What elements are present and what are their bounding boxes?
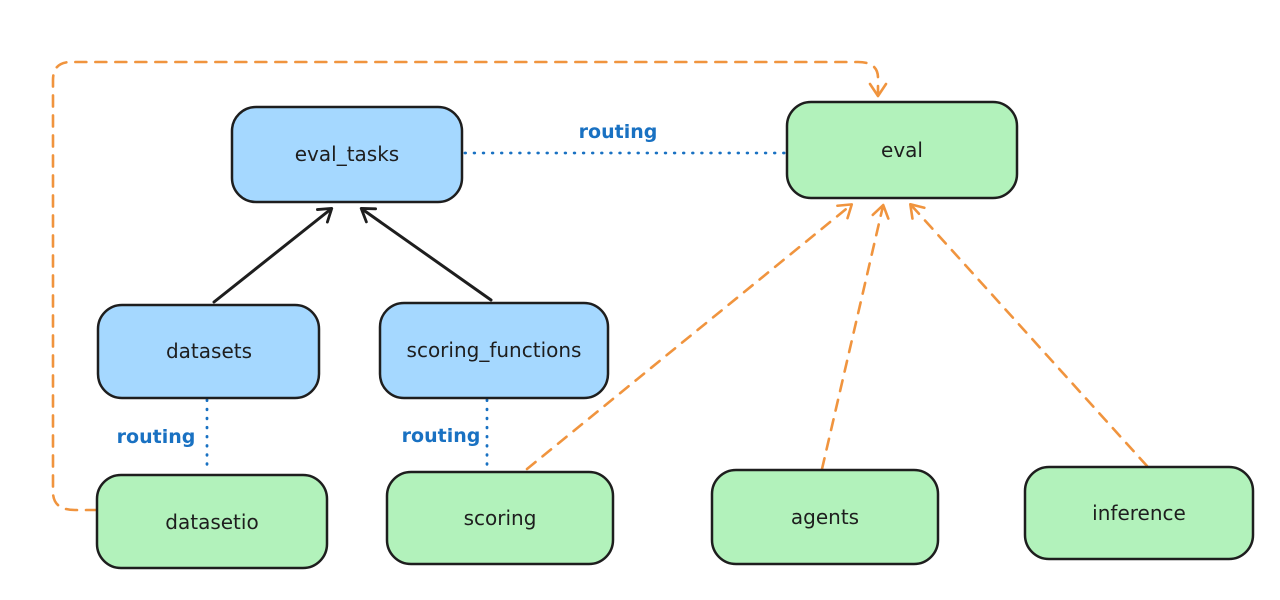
node-agents: agents bbox=[710, 468, 940, 566]
node-eval-tasks-box bbox=[230, 105, 464, 204]
node-inference: inference bbox=[1023, 465, 1255, 561]
node-eval: eval bbox=[785, 100, 1019, 200]
edge-datasetio-to-eval bbox=[51, 60, 888, 512]
edge-label-routing-datasets-datasetio: routing bbox=[117, 426, 196, 448]
edge-agents-to-eval bbox=[820, 203, 890, 471]
node-agents-box bbox=[710, 468, 940, 566]
node-scoring-functions-label: scoring_functions bbox=[407, 338, 582, 362]
edge-inference-to-eval bbox=[909, 202, 1149, 468]
node-eval-label: eval bbox=[881, 138, 923, 162]
node-datasets: datasets bbox=[96, 303, 321, 400]
node-eval-box bbox=[785, 100, 1019, 200]
node-agents-label: agents bbox=[791, 505, 859, 529]
node-datasets-label: datasets bbox=[166, 339, 252, 363]
node-eval-tasks-label: eval_tasks bbox=[295, 142, 399, 166]
edge-scoring-to-eval bbox=[525, 203, 854, 471]
node-datasetio-box bbox=[95, 473, 329, 570]
node-eval-tasks: eval_tasks bbox=[230, 105, 464, 204]
edge-datasets-to-eval-tasks bbox=[212, 206, 334, 304]
node-datasetio: datasetio bbox=[95, 473, 329, 570]
node-scoring-functions-box bbox=[378, 301, 610, 400]
node-inference-label: inference bbox=[1092, 501, 1186, 525]
node-scoring: scoring bbox=[385, 470, 615, 566]
node-scoring-functions: scoring_functions bbox=[378, 301, 610, 400]
edge-label-routing-scoring-functions-scoring: routing bbox=[402, 425, 481, 447]
edge-label-routing-eval-tasks-eval: routing bbox=[579, 121, 658, 143]
node-datasetio-label: datasetio bbox=[165, 510, 258, 534]
node-scoring-label: scoring bbox=[464, 506, 537, 530]
node-scoring-box bbox=[385, 470, 615, 566]
node-datasets-box bbox=[96, 303, 321, 400]
node-inference-box bbox=[1023, 465, 1255, 561]
edge-scoring-functions-to-eval-tasks bbox=[359, 207, 493, 302]
